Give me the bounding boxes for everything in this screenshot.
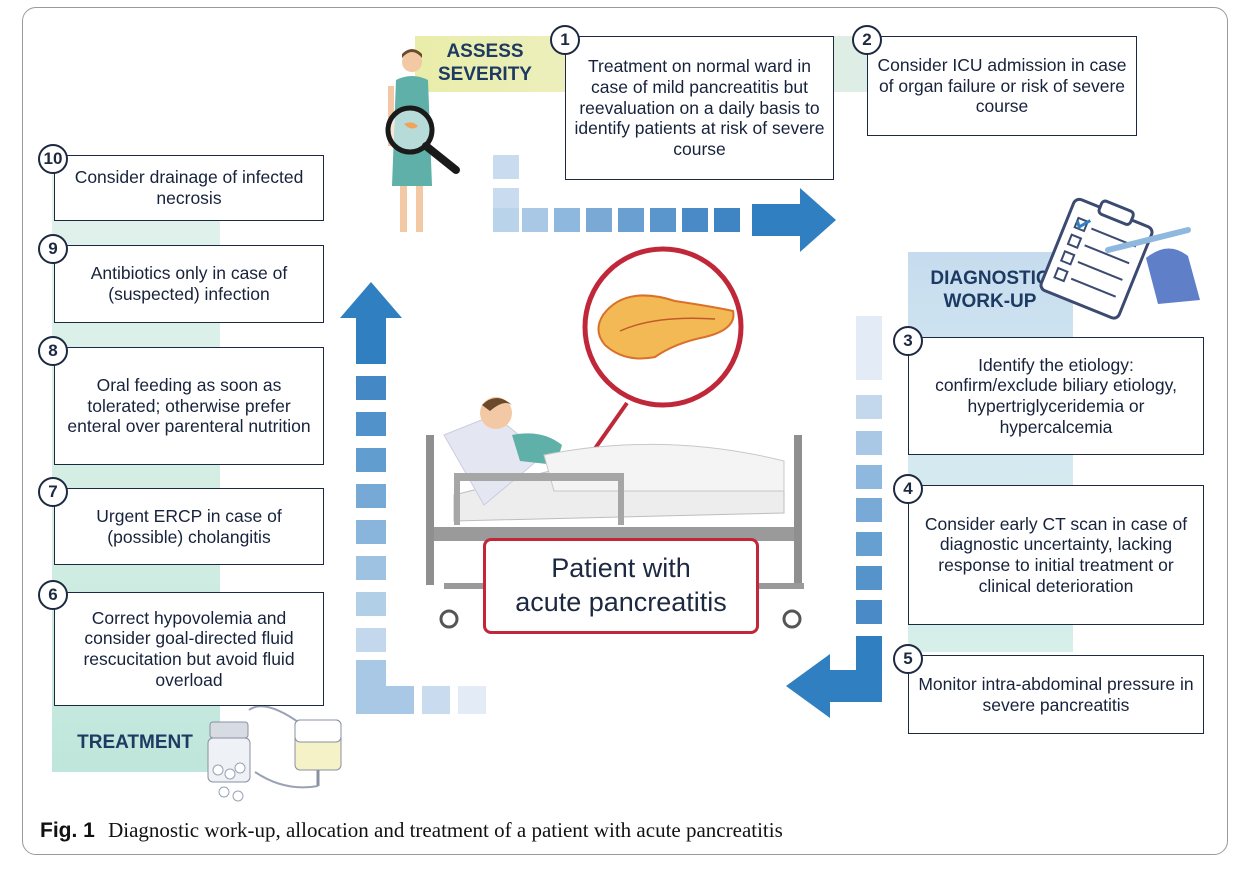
step-1-box: Treatment on normal ward in case of mild… <box>565 36 834 180</box>
step-7-badge: 7 <box>38 477 68 507</box>
standing-patient-illustration <box>385 49 460 232</box>
step-4-badge: 4 <box>893 474 923 504</box>
step-6-badge: 6 <box>38 580 68 610</box>
step-2-box: Consider ICU admission in case of organ … <box>867 36 1137 136</box>
left-flow-arrow <box>340 282 486 714</box>
top-flow-arrow <box>493 155 836 252</box>
step-3-box: Identify the etiology: confirm/exclude b… <box>908 337 1204 455</box>
right-flow-arrow <box>786 316 882 718</box>
step-10-box: Consider drainage of infected necrosis <box>54 155 324 221</box>
step-4-box: Consider early CT scan in case of diagno… <box>908 485 1204 625</box>
treatment-heading: TREATMENT <box>77 732 193 753</box>
clipboard-checklist-icon <box>1039 197 1200 320</box>
step-5-badge: 5 <box>893 644 923 674</box>
step-10-badge: 10 <box>38 144 68 174</box>
figure-label: Fig. 1 <box>40 819 95 842</box>
assess-severity-heading: ASSESS SEVERITY <box>438 41 532 85</box>
figure-caption: Fig. 1 Diagnostic work-up, allocation an… <box>40 818 783 843</box>
step-9-box: Antibiotics only in case of (suspected) … <box>54 245 324 323</box>
step-8-badge: 8 <box>38 336 68 366</box>
step-1-badge: 1 <box>550 25 580 55</box>
hospital-bed-icon <box>426 397 804 629</box>
magnifier-icon <box>385 105 460 174</box>
diagnostic-workup-heading: DIAGNOSTIC WORK-UP <box>930 268 1050 312</box>
pill-bottle-icon <box>207 721 251 802</box>
center-label: Patient with acute pancreatitis <box>483 538 759 634</box>
figure-caption-text: Diagnostic work-up, allocation and treat… <box>108 818 783 842</box>
iv-bag-icon <box>248 705 342 789</box>
step-8-box: Oral feeding as soon as tolerated; other… <box>54 347 324 465</box>
step-6-box: Correct hypovolemia and consider goal-di… <box>54 592 324 706</box>
step-7-box: Urgent ERCP in case of (possible) cholan… <box>54 488 324 565</box>
step-9-badge: 9 <box>38 234 68 264</box>
step-3-badge: 3 <box>893 326 923 356</box>
step-5-box: Monitor intra-abdominal pressure in seve… <box>908 655 1204 734</box>
center-label-text: Patient with acute pancreatitis <box>515 553 727 617</box>
step-2-badge: 2 <box>852 25 882 55</box>
